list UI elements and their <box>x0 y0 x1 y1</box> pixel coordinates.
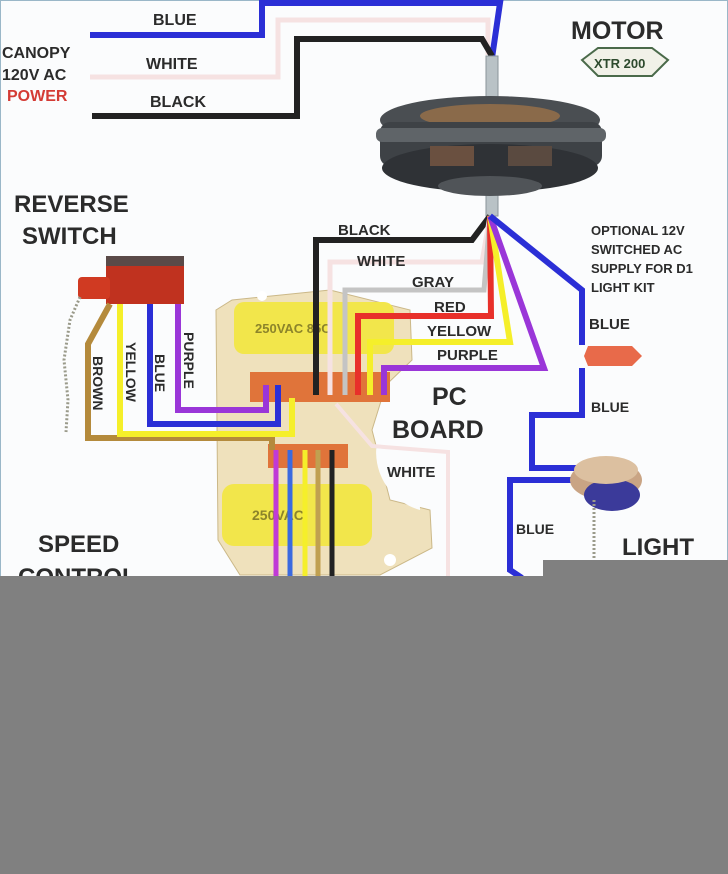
motor-windings-window-1 <box>430 146 474 166</box>
motor-gray-label: GRAY <box>412 274 454 291</box>
reverse-switch-wires <box>85 302 295 450</box>
switch-brown-label: BROWN <box>90 356 106 410</box>
switch-yellow-label: YELLOW <box>123 342 139 403</box>
switch-blue-wire <box>147 304 281 427</box>
canopy-black-label: BLACK <box>150 94 206 111</box>
pcb-cutout <box>376 395 420 510</box>
speed-control-title-line1: SPEED <box>38 531 119 558</box>
canopy-white-wire <box>90 17 491 80</box>
reverse-switch-image <box>62 256 184 433</box>
canopy-blue-wire <box>90 0 504 59</box>
badge-text: XTR 200 <box>594 56 645 71</box>
optional-note-line3: SUPPLY FOR D1 <box>591 261 693 276</box>
optional-note-line2: SWITCHED AC <box>591 242 683 257</box>
light-wires <box>488 213 585 581</box>
motor-white-label: WHITE <box>357 253 405 270</box>
connector-bottom <box>268 444 348 468</box>
motor-gray-wire <box>342 215 493 395</box>
light-switch-base <box>584 479 640 511</box>
pcb-white-wire <box>334 402 450 580</box>
motor-yellow-wire <box>367 215 514 395</box>
motor-hub <box>438 176 542 196</box>
light-title: LIGHT <box>622 534 694 561</box>
motor-red-label: RED <box>434 299 466 316</box>
wire-nut-body <box>584 346 642 366</box>
pcb-white-wire-label: WHITE <box>387 464 435 481</box>
motor-title: MOTOR <box>571 17 664 45</box>
motor-band <box>376 128 606 142</box>
motor-purple-label: PURPLE <box>437 347 498 364</box>
optional-note-line1: OPTIONAL 12V <box>591 223 685 238</box>
canopy-label-power: POWER <box>7 88 68 105</box>
switch-lever <box>78 277 110 299</box>
motor-badge: XTR 200 <box>580 47 670 77</box>
reverse-switch-title-line1: REVERSE <box>14 191 129 218</box>
pc-board-title-line1: PC <box>432 383 467 411</box>
pcb-mount-hole-2 <box>384 554 396 566</box>
speed-control-wires <box>273 450 335 580</box>
canopy-white-label: WHITE <box>146 56 198 73</box>
canopy-blue-label: BLUE <box>153 12 197 29</box>
switch-brown-wire <box>85 302 275 450</box>
optional-note-line4: LIGHT KIT <box>591 280 655 295</box>
light-blue-label-2: BLUE <box>591 399 629 415</box>
light-blue-label-1: BLUE <box>589 316 630 333</box>
pcb-mount-hole-1 <box>257 291 267 301</box>
motor-yellow-label: YELLOW <box>427 323 492 340</box>
reverse-switch-title-line2: SWITCH <box>22 223 117 250</box>
motor-wires <box>313 214 549 395</box>
light-blue-wire-lower <box>529 368 585 471</box>
motor-red-wire <box>355 215 495 395</box>
mask-right <box>543 560 728 580</box>
canopy-label-line2: 120V AC <box>2 67 67 84</box>
wire-nut <box>584 346 642 366</box>
canopy-wires <box>90 0 504 119</box>
motor-black-wire <box>313 214 493 395</box>
canopy-label-line1: CANOPY <box>2 45 71 62</box>
switch-pull-chain <box>62 296 82 433</box>
light-blue-wire-upper <box>488 213 585 345</box>
mask-bottom <box>0 576 728 874</box>
light-switch-image <box>570 456 642 565</box>
motor-black-label: BLACK <box>338 222 391 239</box>
switch-yellow-wire <box>117 304 295 437</box>
motor-image <box>376 55 606 217</box>
light-switch-top <box>574 456 638 484</box>
canopy-black-wire <box>92 36 495 119</box>
switch-body <box>106 266 184 304</box>
capacitor-top-text: 250VAC 85C <box>255 321 331 336</box>
switch-purple-wire <box>175 304 269 413</box>
connector-top <box>250 372 390 402</box>
light-blue-wire-bottom <box>507 477 580 581</box>
motor-purple-wire <box>381 214 549 395</box>
switch-purple-label: PURPLE <box>181 332 197 389</box>
switch-blue-label: BLUE <box>152 354 168 392</box>
light-blue-label-3: BLUE <box>516 521 554 537</box>
badge-shape <box>580 47 670 77</box>
motor-windings-window-2 <box>508 146 552 166</box>
pc-board-title-line2: BOARD <box>392 416 484 444</box>
